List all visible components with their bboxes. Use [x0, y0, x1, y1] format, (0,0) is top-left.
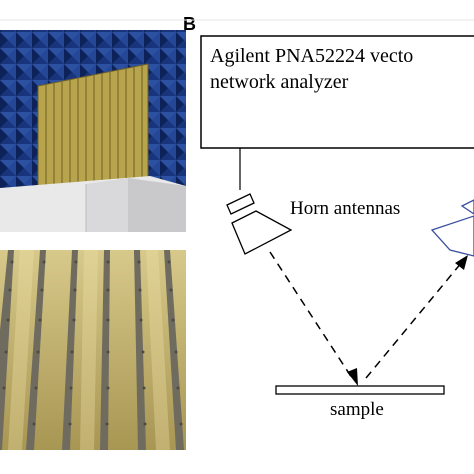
horn-antenna-right — [430, 199, 474, 257]
horn-antennas-label: Horn antennas — [290, 198, 400, 219]
metasurface-panel — [37, 63, 149, 197]
foam-stand — [0, 176, 186, 232]
horn-antenna-left — [226, 193, 293, 255]
panel-b: B Agilent PNA52224 vecto network analyze… — [183, 14, 474, 420]
beam-paths — [269, 251, 463, 379]
analyzer-line-2: network analyzer — [210, 71, 349, 93]
beam-arrow-up — [455, 255, 468, 270]
beam-arrow-down — [347, 368, 358, 386]
sample-label: sample — [330, 399, 384, 420]
bottom-photo — [0, 250, 186, 450]
panel-label-b: B — [183, 14, 196, 34]
sample-plate — [275, 385, 445, 395]
network-analyzer-box: Agilent PNA52224 vecto network analyzer — [200, 35, 474, 149]
analyzer-line-1: Agilent PNA52224 vecto — [210, 45, 413, 67]
top-photo — [0, 30, 186, 232]
